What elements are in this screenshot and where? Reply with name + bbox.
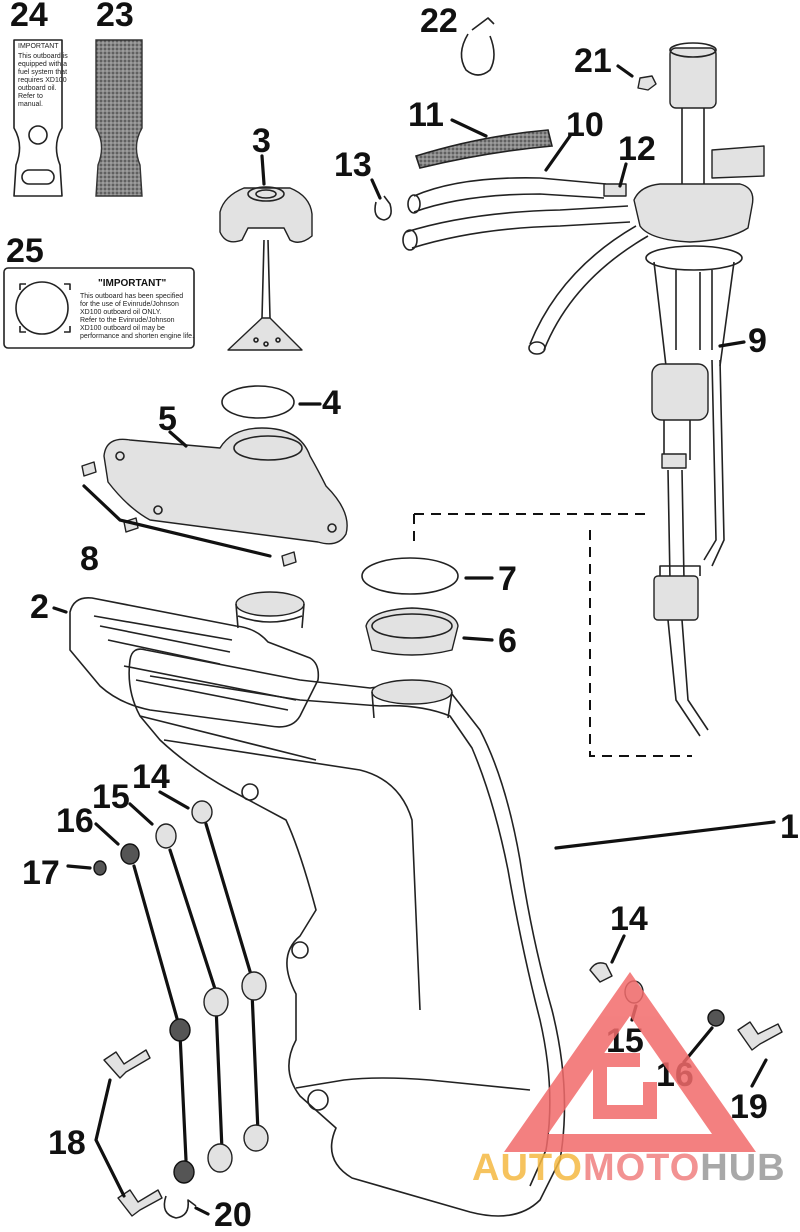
label-8: 8 (80, 540, 99, 578)
part-1-fuel-tank (128, 648, 566, 1217)
part-11-hose-sleeve (414, 129, 554, 169)
part-9-fuel-pickup-assembly (633, 42, 765, 737)
label-7: 7 (498, 560, 517, 598)
svg-text:requires XD100: requires XD100 (18, 77, 67, 84)
part-25-decal: "IMPORTANT" This outboard has been speci… (3, 267, 195, 349)
svg-text:XD100 outboard oil may be: XD100 outboard oil may be (80, 325, 165, 332)
part-10-hoses (402, 177, 649, 355)
part-6-seal (365, 607, 459, 656)
label-11: 11 (408, 96, 444, 134)
svg-text:XD100 outboard oil ONLY.: XD100 outboard oil ONLY. (80, 309, 162, 316)
left-fasteners (93, 800, 269, 1219)
label-16-left: 16 (56, 802, 94, 840)
svg-text:Refer to the Evinrude/Johnson: Refer to the Evinrude/Johnson (80, 317, 175, 324)
label-20: 20 (214, 1196, 252, 1232)
label-24: 24 (10, 0, 48, 34)
watermark-logo: AUTOMOTOHUB (472, 972, 786, 1189)
label-6: 6 (498, 622, 517, 660)
svg-text:Refer to: Refer to (18, 93, 43, 100)
label-25: 25 (6, 232, 44, 270)
label-14-right: 14 (610, 900, 648, 938)
svg-text:This outboard has been specifi: This outboard has been specified (80, 293, 183, 300)
part-5-mounting-plate (103, 427, 348, 545)
watermark-g-shape (593, 1053, 657, 1119)
svg-text:equipped with a: equipped with a (18, 61, 67, 68)
label-10: 10 (566, 106, 604, 144)
label-21: 21 (574, 42, 612, 80)
label-4: 4 (322, 384, 341, 422)
label-9: 9 (748, 322, 767, 360)
part-3-fuel-cap (219, 186, 313, 351)
svg-text:manual.: manual. (18, 101, 43, 108)
part-22-clamp (460, 17, 495, 76)
label-2: 2 (30, 588, 49, 626)
label-23: 23 (96, 0, 134, 34)
watermark-text-auto: AUTO (472, 1147, 583, 1189)
decal-24-heading: IMPORTANT (18, 43, 59, 50)
part-12-fitting (603, 183, 627, 197)
part-4-o-ring (221, 385, 295, 419)
part-24-decal: IMPORTANT This outboard is equipped with… (13, 39, 68, 197)
label-15-left: 15 (92, 778, 130, 816)
part-8-screws (81, 461, 297, 567)
label-5: 5 (158, 400, 177, 438)
label-14-left: 14 (132, 758, 170, 796)
label-17: 17 (22, 854, 60, 892)
svg-text:fuel system that: fuel system that (18, 69, 67, 76)
svg-text:AUTOMOTOHUB: AUTOMOTOHUB (472, 1147, 786, 1189)
watermark-triangle (504, 972, 756, 1152)
watermark-text-hub: HUB (700, 1147, 785, 1189)
decal-25-heading: "IMPORTANT" (98, 278, 166, 289)
part-2-tank-cover (69, 591, 320, 728)
svg-text:for the use of Evinrude/Johnso: for the use of Evinrude/Johnson (80, 301, 179, 308)
label-18: 18 (48, 1124, 86, 1162)
label-22: 22 (420, 2, 458, 40)
leader-lines (52, 64, 776, 1216)
part-23-strap (95, 39, 143, 197)
svg-text:outboard oil.: outboard oil. (18, 85, 57, 92)
watermark-text-moto: MOTO (583, 1147, 700, 1189)
part-7-gasket (361, 557, 459, 595)
svg-text:This outboard is: This outboard is (18, 53, 68, 60)
callout-labels: 24 23 22 21 11 10 12 13 3 25 9 4 5 8 7 2… (6, 0, 799, 1232)
label-3: 3 (252, 122, 271, 160)
dashed-leader-9 (413, 513, 692, 757)
label-13: 13 (334, 146, 372, 184)
label-1: 1 (780, 808, 799, 846)
svg-text:performance and shorten engine: performance and shorten engine life. (80, 333, 194, 340)
label-12: 12 (618, 130, 656, 168)
part-21-nut (637, 75, 657, 91)
part-13-clamp (374, 195, 392, 221)
label-19: 19 (730, 1088, 768, 1126)
